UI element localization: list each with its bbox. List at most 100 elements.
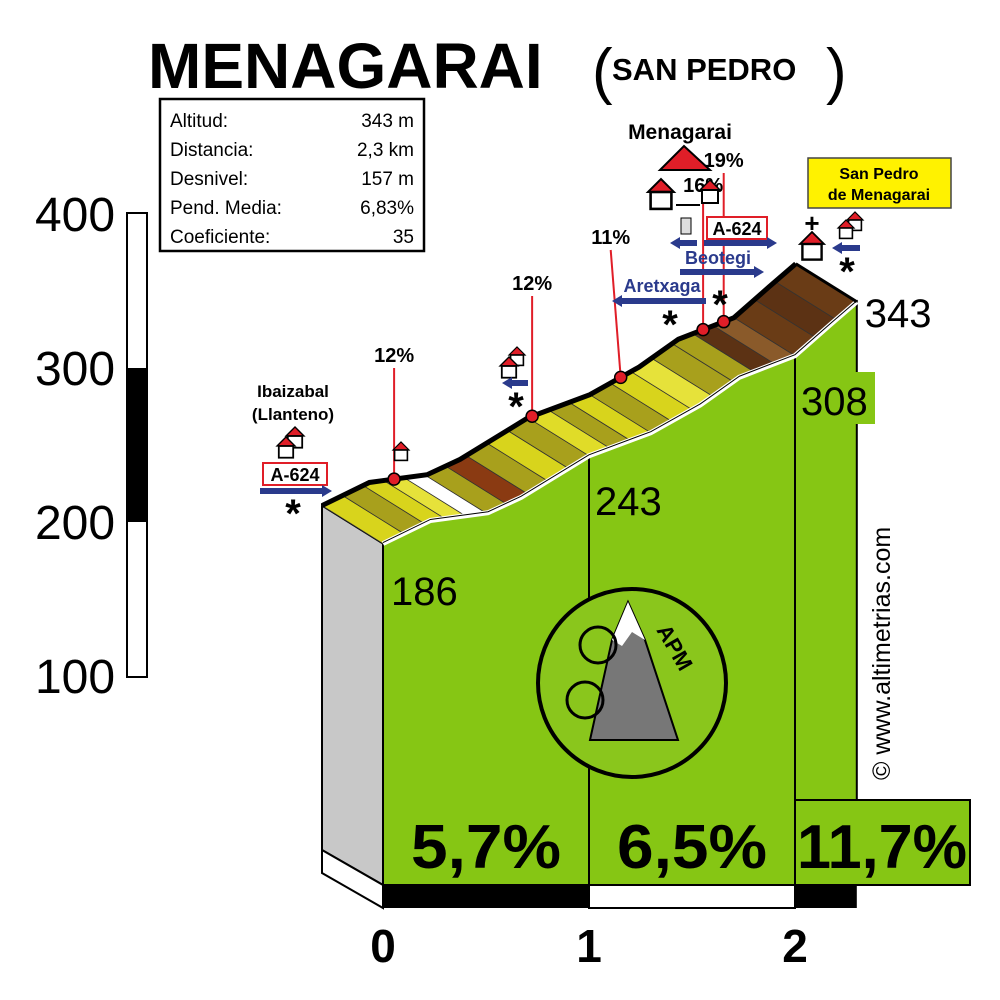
y-tick-label: 400 <box>35 189 115 242</box>
place-name: Menagarai <box>628 121 732 144</box>
info-value: 2,3 km <box>357 140 414 161</box>
km-bar-segment <box>795 885 857 908</box>
house-roof <box>645 177 677 193</box>
house-roof <box>391 441 411 451</box>
title-main: MENAGARAI <box>148 30 543 102</box>
house-body <box>393 449 409 462</box>
altitude-label: 243 <box>595 480 662 524</box>
house-icon <box>498 356 520 379</box>
bicycle-wheel-icon <box>565 680 605 720</box>
place-sub: (Llanteno) <box>252 405 334 424</box>
place-beotegi: Beotegi <box>685 248 751 268</box>
house-body <box>277 445 295 459</box>
place-name: Ibaizabal <box>257 382 329 401</box>
house-icon <box>645 177 677 211</box>
road-label: A-624 <box>712 219 761 239</box>
title-sub: SAN PEDRO <box>612 52 796 87</box>
steep-point-line <box>609 249 622 378</box>
info-label: Altitud: <box>170 111 228 132</box>
altitude-label: 186 <box>391 570 458 614</box>
arrow-head-icon <box>322 485 332 497</box>
km-bar-segment <box>383 885 589 908</box>
info-label: Distancia: <box>170 140 253 161</box>
house-icon <box>698 178 722 204</box>
altitude-scale: 400 300 200 100 <box>35 189 148 704</box>
gradient-label: 11,7% <box>797 813 967 882</box>
junction-star-icon: * <box>662 303 678 347</box>
house-body <box>500 365 518 379</box>
summit-box <box>807 157 952 209</box>
house-body <box>701 189 719 204</box>
junction-star-icon: * <box>285 492 301 536</box>
apm-logo: APM <box>536 587 728 779</box>
village-icon <box>657 144 713 206</box>
profile-front-edge-outline <box>382 300 858 544</box>
house-roof <box>284 426 306 437</box>
info-label: Desnivel: <box>170 169 248 190</box>
arrow-head-icon <box>612 295 622 307</box>
title-paren-open: ( <box>592 37 613 106</box>
steep-point-label: 12% <box>374 345 414 367</box>
arrow-head-icon <box>754 266 764 278</box>
x-tick-label: 1 <box>576 920 602 972</box>
gradient-label: 6,5% <box>617 813 767 882</box>
title-paren-close: ) <box>826 37 847 106</box>
steep-point-label: 11% <box>591 227 630 249</box>
house-body <box>838 227 854 240</box>
credit-text: © www.altimetrias.com <box>868 527 896 780</box>
info-box: Altitud: 343 m Distancia: 2,3 km Desnivel: 15… <box>158 97 426 253</box>
house-roof <box>507 346 527 356</box>
summit-name: San Pedro <box>839 166 918 183</box>
steep-point-marker <box>387 472 401 486</box>
x-tick-label: 0 <box>370 920 396 972</box>
house-roof <box>845 211 865 221</box>
gradient-box <box>794 799 971 886</box>
altitude-label-bg <box>795 372 875 424</box>
junction-star-icon: * <box>839 250 855 294</box>
steep-point-marker <box>525 409 539 423</box>
gradient-label: 5,7% <box>411 813 561 882</box>
profile-back-line <box>320 261 798 508</box>
house-icon <box>275 436 297 459</box>
arrow-head-icon <box>767 237 777 249</box>
church-icon <box>797 230 827 261</box>
steep-point-marker <box>613 370 628 385</box>
info-label: Coeficiente: <box>170 227 270 248</box>
junction-star-icon: * <box>712 283 728 327</box>
junction-star-icon: * <box>508 385 524 429</box>
steep-point-label: 12% <box>512 273 552 295</box>
info-label: Pend. Media: <box>170 198 282 219</box>
bicycle-wheel-icon <box>578 625 618 665</box>
profile-end-edge <box>795 262 858 304</box>
house-body <box>649 190 673 211</box>
steep-point-label: 19% <box>704 150 744 172</box>
road-sign <box>262 462 328 486</box>
altitude-label: 343 <box>865 292 932 336</box>
house-icon <box>391 441 411 462</box>
church-cross-icon: + <box>804 208 819 238</box>
steep-point-marker <box>716 314 731 329</box>
info-value: 343 m <box>361 111 414 132</box>
road-sign <box>706 216 768 240</box>
village-roof <box>657 144 713 171</box>
profile-front-edge <box>381 299 859 546</box>
place-aretxaga: Aretxaga <box>623 276 701 296</box>
y-tick-label: 300 <box>35 343 115 396</box>
y-tick-label: 200 <box>35 497 115 550</box>
info-value: 157 m <box>361 169 414 190</box>
altitude-label: 308 <box>801 380 868 424</box>
arrow-head-icon <box>670 237 680 249</box>
profile-side-face <box>321 503 384 887</box>
info-value: 6,83% <box>360 198 414 219</box>
house-body <box>801 242 823 261</box>
y-tick-label: 100 <box>35 651 115 704</box>
km-bar-side <box>321 848 384 910</box>
steep-point-marker <box>696 322 710 337</box>
summit-name: de Menagarai <box>828 187 930 204</box>
house-icon <box>836 219 856 240</box>
arrow-head-icon <box>832 242 842 254</box>
km-bar-segment <box>588 884 796 909</box>
x-tick-label: 2 <box>782 920 808 972</box>
chapel-icon <box>680 217 692 235</box>
